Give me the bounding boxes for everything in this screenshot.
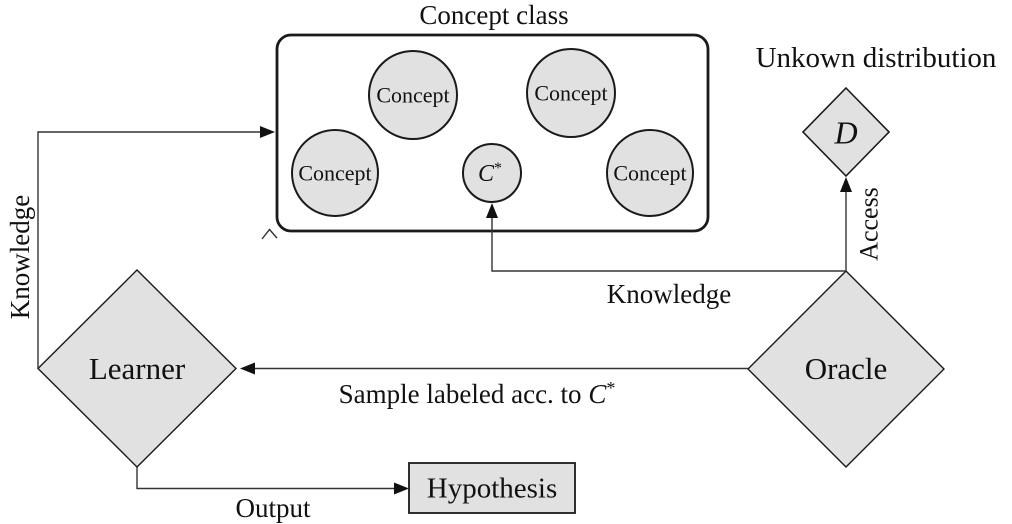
arrowhead-right-icon <box>394 482 409 495</box>
hypothesis-box <box>408 462 576 514</box>
concept-class-title: Concept class <box>419 0 568 30</box>
concept-circle <box>291 129 379 217</box>
distribution-diamond <box>801 86 891 178</box>
learner-label: Learner <box>89 351 186 386</box>
concept-circle-label: Concept <box>613 160 686 185</box>
corner-mark <box>261 228 278 240</box>
unknown-distribution-caption: Unkown distribution <box>756 42 997 74</box>
concept-circle-label: Concept <box>376 82 449 107</box>
concept-circle-label: Concept <box>534 80 607 105</box>
edge-knowledge-left-line <box>37 131 262 369</box>
concept-circle <box>526 48 616 138</box>
arrowhead-left-icon <box>240 362 255 375</box>
concept-circle <box>368 50 458 140</box>
edge-sample-label: Sample labeled acc. to C* <box>339 378 616 409</box>
edge-knowledge-left-label: Knowledge <box>5 195 35 319</box>
distribution-label: D <box>833 115 857 151</box>
arrowhead-right-icon <box>260 126 275 138</box>
edge-output-line <box>136 467 396 490</box>
arrowhead-up-icon <box>486 203 498 218</box>
oracle-diamond <box>747 270 945 468</box>
target-concept-label: C* <box>478 160 502 187</box>
edge-knowledge-middle-line <box>491 216 846 272</box>
edge-access-label: Access <box>855 187 884 261</box>
oracle-label: Oracle <box>805 351 888 386</box>
concept-circle <box>606 129 694 217</box>
hypothesis-label: Hypothesis <box>427 473 558 505</box>
arrowhead-up-icon <box>840 177 852 192</box>
target-concept-circle <box>462 143 522 203</box>
concept-circle-label: Concept <box>298 160 371 185</box>
edge-output-label: Output <box>235 493 311 523</box>
edge-knowledge-middle-label: Knowledge <box>607 279 731 309</box>
